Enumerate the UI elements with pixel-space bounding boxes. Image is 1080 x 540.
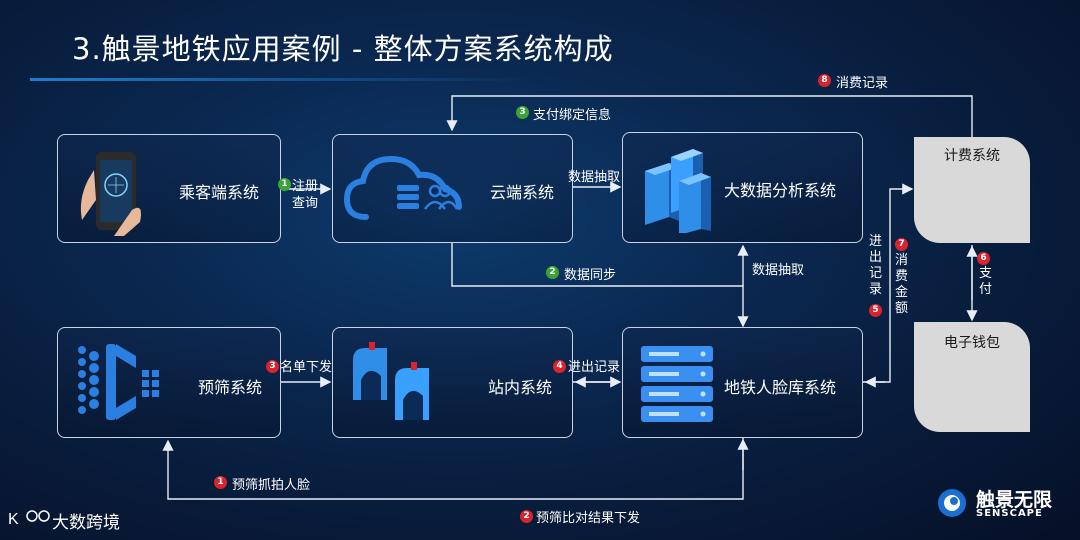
facedb-system-label: 地铁人脸库系统: [724, 378, 837, 397]
data-extract-facedb-label: 数据抽取: [752, 263, 805, 278]
consumption-record-label: 消费记录: [836, 76, 889, 91]
step-badge: 2: [520, 510, 533, 523]
query-label: 查询: [292, 196, 319, 211]
payment-binding-label: 支付绑定信息: [533, 108, 612, 123]
arrow-data-sync: [451, 243, 749, 328]
senscape-brand-cn: 触景无限: [976, 489, 1053, 511]
passenger-system-box: 乘客端系统: [57, 134, 281, 243]
cloud-icon: [343, 155, 462, 220]
data-sync-label: 数据同步: [564, 268, 617, 283]
wallet-box: 电子钱包: [914, 322, 1030, 432]
prescreen-logo-icon: [78, 344, 159, 420]
in-out-records-label: 进出记录: [869, 234, 883, 297]
step-badge: 1: [214, 476, 227, 489]
bigdata-system-label: 大数据分析系统: [724, 181, 837, 200]
prescreen-compare-label: 预筛比对结果下发: [536, 511, 641, 526]
step-badge: 2: [546, 266, 559, 279]
prescreen-system-box: 预筛系统: [57, 327, 281, 438]
step-badge: 4: [553, 360, 566, 373]
bigdata-system-box: 大数据分析系统: [622, 132, 863, 243]
step-badge: 3: [516, 106, 529, 119]
database-server-icon: [641, 346, 713, 422]
senscape-logo-icon: [938, 489, 966, 517]
prescreen-capture-label: 预筛抓拍人脸: [232, 478, 311, 493]
phone-face-icon: [80, 152, 141, 236]
data-extract-label: 数据抽取: [568, 170, 621, 185]
register-label: 注册: [292, 179, 319, 194]
consumption-amount-label: 消费金额: [895, 253, 909, 316]
prescreen-system-label: 预筛系统: [198, 378, 263, 397]
step-badge: 5: [869, 304, 882, 317]
billing-system-box: 计费系统: [914, 137, 1030, 243]
cloud-system-label: 云端系统: [490, 183, 555, 202]
billing-system-label: 计费系统: [944, 148, 1000, 164]
svg-text:K: K: [8, 511, 19, 528]
step-badge: 8: [818, 74, 831, 87]
cloud-system-box: 云端系统: [332, 134, 573, 243]
list-issue-label: 名单下发: [280, 360, 333, 375]
step-badge: 7: [895, 238, 908, 251]
step-badge: 3: [266, 360, 279, 373]
bigdata-crossborder-brand: 大数跨境: [52, 513, 120, 533]
step-badge: 6: [977, 252, 990, 265]
arrow-consumption-record: [446, 95, 973, 137]
station-system-box: 站内系统: [332, 327, 573, 438]
station-io-label: 进出记录: [568, 360, 621, 375]
title-underline: [30, 78, 530, 81]
passenger-system-label: 乘客端系统: [179, 183, 260, 202]
turnstile-icon: [353, 342, 429, 420]
station-system-label: 站内系统: [488, 378, 553, 397]
page-title: 3.触景地铁应用案例 - 整体方案系统构成: [72, 32, 614, 66]
senscape-brand-en: SENSCAPE: [976, 508, 1043, 519]
step-badge: 1: [278, 178, 291, 191]
wallet-label: 电子钱包: [944, 335, 1000, 351]
server-cluster-icon: [645, 149, 711, 233]
pay-label: 支付: [979, 266, 993, 297]
bigdata-crossborder-logo-icon: K: [8, 510, 50, 528]
facedb-system-box: 地铁人脸库系统: [622, 327, 863, 438]
